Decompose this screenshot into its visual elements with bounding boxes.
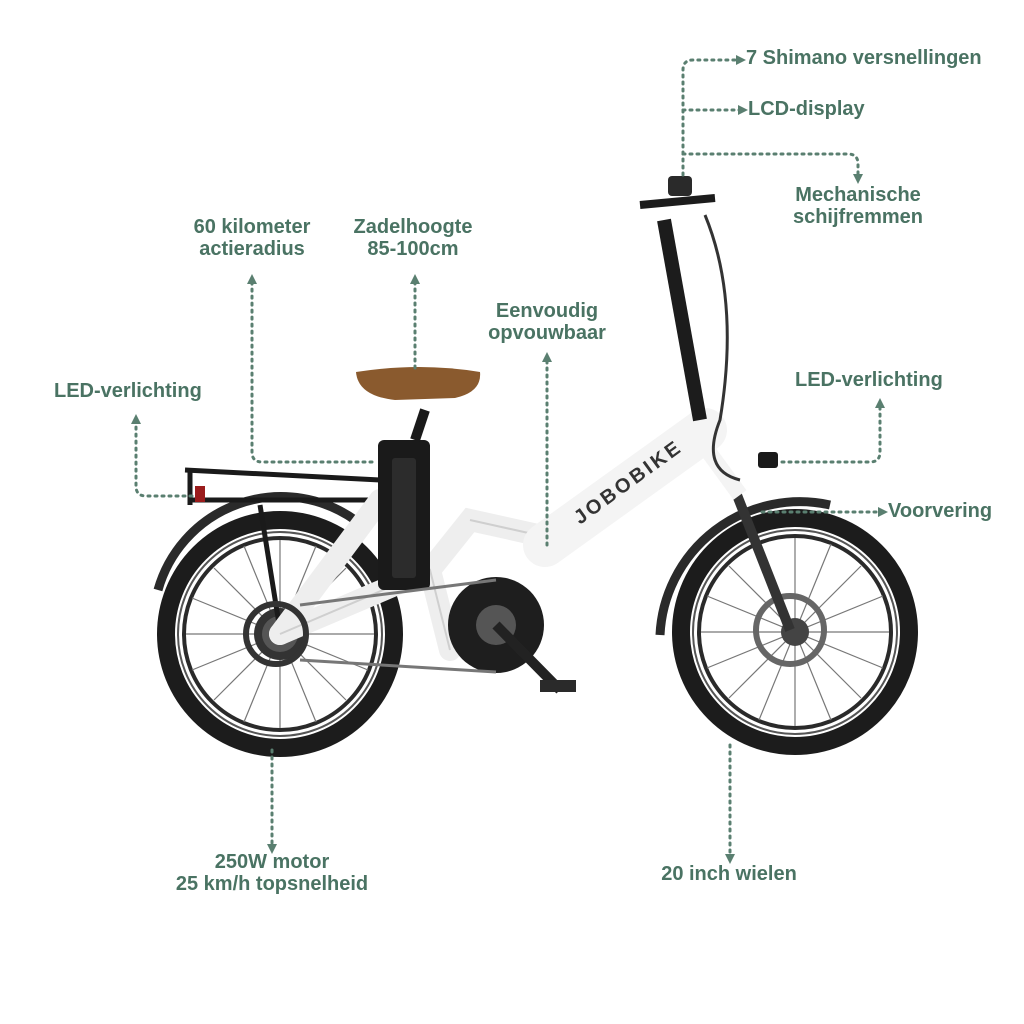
callout-wheels: 20 inch wielen (661, 863, 797, 885)
callout-led-front: LED-verlichting (795, 369, 943, 391)
rear-light (195, 486, 205, 502)
front-wheel (672, 509, 918, 755)
callout-gears: 7 Shimano versnellingen (746, 47, 982, 69)
stem (657, 218, 707, 422)
rear-rack (184, 467, 381, 631)
callout-suspension: Voorvering (888, 500, 993, 522)
callout-display: LCD-display (748, 98, 865, 120)
front-light (758, 452, 778, 468)
saddle (356, 367, 481, 400)
callout-led-rear: LED-verlichting (54, 380, 202, 402)
front-fork (730, 488, 795, 632)
lcd-display (668, 176, 692, 196)
